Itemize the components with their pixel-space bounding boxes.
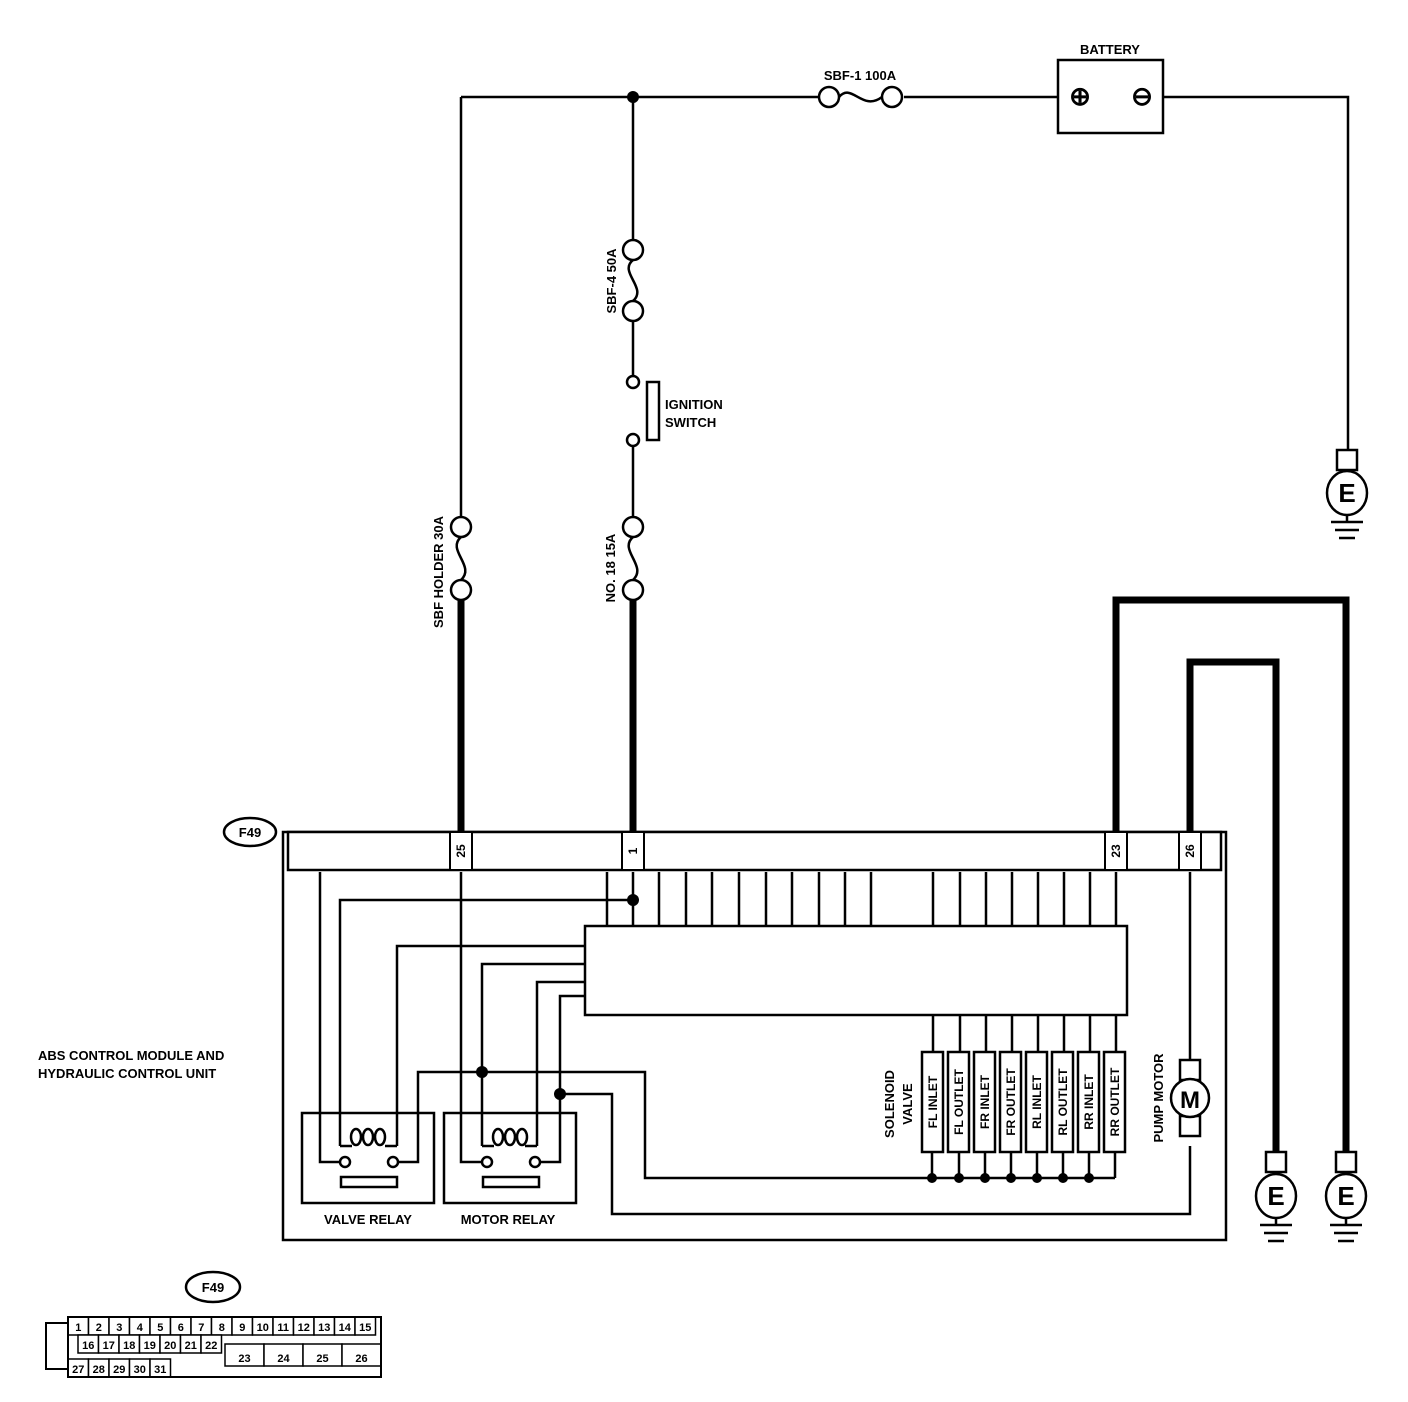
control-unit-box (583, 924, 1129, 1017)
ground-label: E (1337, 1181, 1354, 1211)
fuse-no18 (621, 515, 645, 602)
battery (1056, 58, 1165, 135)
solenoid-valve-label: FL OUTLET (952, 1068, 966, 1134)
ground-label: E (1267, 1181, 1284, 1211)
pinout-cell-label: 25 (316, 1353, 328, 1365)
pinout-cell-label: 9 (239, 1322, 245, 1334)
ground-symbol (1324, 1150, 1368, 1243)
fuse-sbf-holder-label: SBF HOLDER 30A (431, 515, 446, 628)
heavy-wires (457, 596, 1350, 1152)
solenoid-valves: FL INLET FL OUTLET FR INLET FR OUTLET RL INL… (920, 1050, 1127, 1154)
solenoid-valve-label: FR INLET (978, 1074, 992, 1129)
ignition-label-1: IGNITION (665, 397, 723, 412)
connector-tag (222, 816, 278, 848)
valve-relay (300, 1111, 436, 1205)
fuse-sbf1 (817, 85, 904, 109)
fuse-sbf4 (621, 238, 645, 323)
pin-label: 25 (454, 844, 468, 858)
pinout-cell-label: 2 (96, 1322, 102, 1334)
fuse-sbf1-label: SBF-1 100A (824, 68, 897, 83)
valve-relay-label: VALVE RELAY (324, 1212, 412, 1227)
junction-dots (476, 91, 1094, 1183)
pin-label: 23 (1109, 844, 1123, 858)
pinout-cell-label: 8 (219, 1322, 225, 1334)
solenoid-valve-box (1024, 1050, 1049, 1154)
connector-pins (449, 831, 1202, 871)
solenoid-valve-label: RL OUTLET (1056, 1068, 1070, 1136)
pinout-cell-label: 26 (355, 1353, 367, 1365)
pinout-cell-label: 27 (72, 1364, 84, 1376)
motor-relay (442, 1111, 578, 1205)
pinout-cell-label: 30 (134, 1364, 146, 1376)
battery-minus-terminal: ⊖ (1131, 81, 1153, 111)
solenoid-valve-box (946, 1050, 971, 1154)
pinout-cell-label: 22 (205, 1340, 217, 1352)
solenoid-valve-box (920, 1050, 945, 1154)
ground-label: E (1338, 478, 1355, 508)
pin-label: 26 (1183, 844, 1197, 858)
pump-motor-label: PUMP MOTOR (1151, 1053, 1166, 1143)
pinout-cell-label: 1 (75, 1322, 81, 1334)
solenoid-valve-box (1076, 1050, 1101, 1154)
solenoid-valve-label: RL INLET (1030, 1074, 1044, 1128)
module-label-2: HYDRAULIC CONTROL UNIT (38, 1066, 216, 1081)
solenoid-valve-box (998, 1050, 1023, 1154)
pinout-cell-label: 31 (154, 1364, 166, 1376)
connector-pinout-tag-label: F49 (202, 1280, 224, 1295)
pinout-cell-label: 15 (359, 1322, 371, 1334)
solenoid-valve-label: RR OUTLET (1108, 1067, 1122, 1136)
connector-tag-label: F49 (239, 825, 261, 840)
battery-label: BATTERY (1080, 42, 1140, 57)
pinout-cell-label: 18 (123, 1340, 135, 1352)
pin-label: 1 (626, 847, 640, 854)
thin-wires (318, 95, 1350, 1216)
ignition-label-2: SWITCH (665, 415, 716, 430)
battery-plus-terminal: ⊕ (1069, 81, 1091, 111)
pinout-cell-label: 5 (157, 1322, 163, 1334)
pinout-cell-label: 16 (82, 1340, 94, 1352)
pinout-cell-label: 12 (298, 1322, 310, 1334)
pinout-cell-label: 14 (339, 1322, 352, 1334)
pinout-cell-label: 3 (116, 1322, 122, 1334)
pinout-cell-label: 23 (238, 1353, 250, 1365)
pinout-cell-label: 24 (277, 1353, 290, 1365)
solenoid-valve-label: RR INLET (1082, 1074, 1096, 1130)
pump-motor-symbol: M (1180, 1087, 1200, 1114)
module-label-1: ABS CONTROL MODULE AND (38, 1048, 224, 1063)
pinout-cell-label: 19 (144, 1340, 156, 1352)
pinout-cell (200, 1334, 223, 1354)
pinout-cell-label: 20 (164, 1340, 176, 1352)
pinout-cell-label: 6 (178, 1322, 184, 1334)
abs-module-outline (281, 830, 1228, 1242)
fuse-no18-label: NO. 18 15A (603, 533, 618, 602)
solenoid-label-1: SOLENOID (882, 1070, 897, 1138)
solenoid-label-2: VALVE (900, 1083, 915, 1125)
solenoid-valve-box (1102, 1050, 1127, 1154)
motor-relay-label: MOTOR RELAY (461, 1212, 556, 1227)
fuse-sbf4-label: SBF-4 50A (604, 248, 619, 314)
pinout-cell-label: 21 (185, 1340, 197, 1352)
solenoid-valve-label: FR OUTLET (1004, 1068, 1018, 1136)
solenoid-valve-box (1050, 1050, 1075, 1154)
pump-motor (1169, 1058, 1211, 1138)
pinout-cell-label: 17 (103, 1340, 115, 1352)
ground-symbol (1254, 1150, 1298, 1243)
pinout-cell-label: 28 (93, 1364, 105, 1376)
pinout-cell-label: 11 (277, 1322, 289, 1334)
pinout-cell-label: 13 (318, 1322, 330, 1334)
pinout-cell-label: 10 (257, 1322, 269, 1334)
ignition-switch (625, 374, 661, 448)
connector-pinout-tag (184, 1270, 242, 1304)
solenoid-valve-box (972, 1050, 997, 1154)
pinout-cell-label: 4 (137, 1322, 144, 1334)
pinout-cell-label: 29 (113, 1364, 125, 1376)
solenoid-valve-label: FL INLET (926, 1075, 940, 1128)
ground-symbol (1325, 448, 1369, 540)
fuse-sbf-holder (449, 515, 473, 602)
pinout-cell-label: 7 (198, 1322, 204, 1334)
